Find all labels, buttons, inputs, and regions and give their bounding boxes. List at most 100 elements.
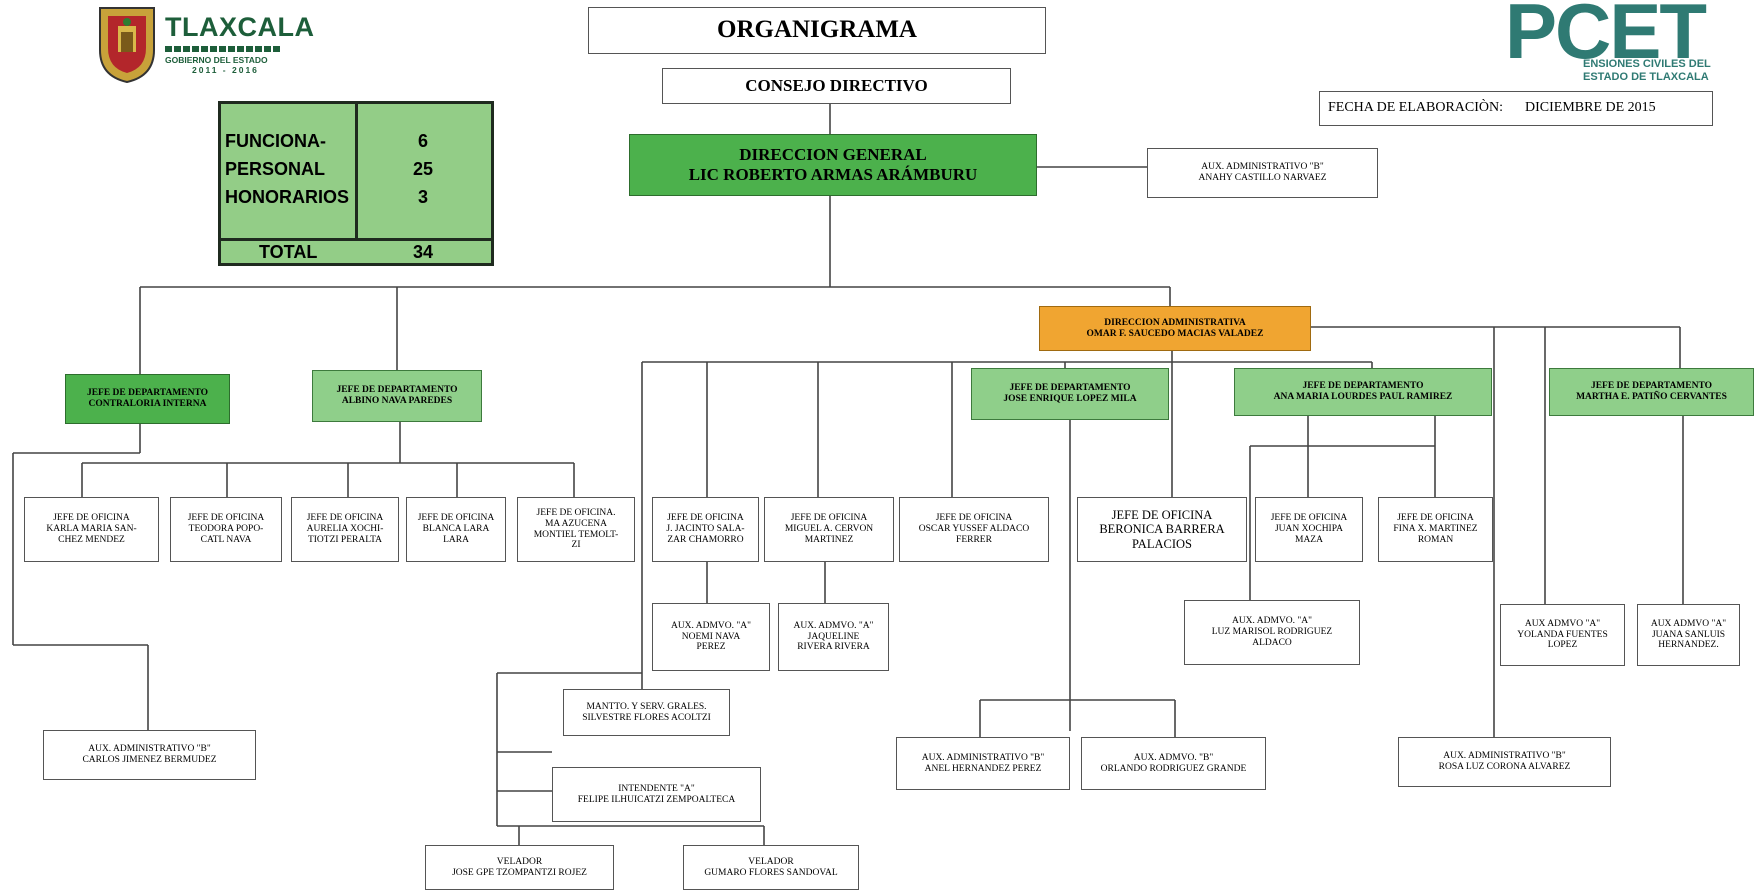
title-text: ORGANIGRAMA	[717, 16, 917, 44]
node-l1: AUX ADMVO "A"	[1650, 618, 1727, 629]
node-l1: INTENDENTE "A"	[618, 783, 695, 794]
node-l2: AURELIA XOCHI-	[306, 524, 384, 535]
total-label: TOTAL	[259, 242, 318, 262]
node-l2: ALBINO NAVA PAREDES	[341, 396, 453, 406]
aux-juana-box: AUX ADMVO "A" JUANA SANLUIS HERNANDEZ.	[1637, 604, 1740, 666]
node-l3: MARTINEZ	[804, 534, 854, 545]
dept-ana-box: JEFE DE DEPARTAMENTO ANA MARIA LOURDES P…	[1234, 368, 1492, 416]
node-l2: BERONICA BARRERA	[1099, 522, 1225, 537]
date-label: FECHA DE ELABORACIÒN:	[1328, 100, 1504, 116]
velador1-box: VELADOR JOSE GPE TZOMPANTZI ROJEZ	[425, 845, 614, 890]
office-jacinto-box: JEFE DE OFICINA J. JACINTO SALA- ZAR CHA…	[652, 497, 759, 562]
coat-of-arms-icon	[99, 7, 155, 84]
pcet-name: PCET	[1505, 0, 1707, 75]
row-value: 3	[417, 187, 428, 207]
pcet-logo: PCET ENSIONES CIVILES DEL ESTADO DE TLAX…	[1505, 0, 1755, 90]
dept-contraloria-box: JEFE DE DEPARTAMENTO CONTRALORIA INTERNA	[65, 374, 230, 424]
node-l2: BLANCA LARA	[422, 524, 490, 535]
node-l2: GUMARO FLORES SANDOVAL	[704, 867, 838, 878]
page-title: ORGANIGRAMA	[588, 7, 1046, 54]
node-l2: CARLOS JIMENEZ BERMUDEZ	[82, 755, 217, 765]
row-label: FUNCIONA-	[225, 131, 326, 151]
node-l1: JEFE DE DEPARTAMENTO	[1302, 381, 1424, 392]
node-l2: YOLANDA FUENTES	[1517, 629, 1608, 640]
staff-table: FUNCIONA- PERSONAL HONORARIOS 6 25 3 TOT…	[218, 101, 494, 266]
node-l2: OMAR F. SAUCEDO MACIAS VALADEZ	[1086, 328, 1264, 339]
row-value: 25	[412, 159, 434, 179]
pcet-line2: ESTADO DE TLAXCALA	[1583, 71, 1709, 83]
node-l1: AUX. ADMINISTRATIVO "B"	[921, 752, 1045, 763]
aux-luz-box: AUX. ADMVO. "A" LUZ MARISOL RODRIGUEZ AL…	[1184, 600, 1360, 665]
aux-anel-box: AUX. ADMINISTRATIVO "B" ANEL HERNANDEZ P…	[896, 737, 1070, 790]
node-l4: ZI	[571, 540, 581, 551]
node-l2: MIGUEL A. CERVON	[784, 524, 874, 535]
node-l3: ALDACO	[1252, 637, 1292, 648]
velador2-box: VELADOR GUMARO FLORES SANDOVAL	[683, 845, 859, 890]
node-l3: FERRER	[956, 534, 992, 545]
node-l2: JOSE ENRIQUE LOPEZ MILA	[1003, 394, 1137, 404]
node-l3: PALACIOS	[1132, 536, 1192, 551]
node-l1: AUX. ADMVO. "A"	[793, 620, 874, 631]
logo-stripe	[165, 46, 282, 52]
office-juan-box: JEFE DE OFICINA JUAN XOCHIPA MAZA	[1255, 497, 1363, 562]
node-l1: AUX. ADMVO. "A"	[670, 620, 752, 631]
node-l3: TIOTZI PERALTA	[307, 534, 383, 545]
office-fina-box: JEFE DE OFICINA FINA X. MARTINEZ ROMAN	[1378, 497, 1493, 562]
node-l1: JEFE DE OFICINA	[417, 513, 495, 524]
node-l2: ORLANDO RODRIGUEZ GRANDE	[1100, 763, 1247, 774]
node-l3: LOPEZ	[1547, 640, 1578, 651]
node-l2: LIC ROBERTO ARMAS ARÁMBURU	[688, 165, 978, 184]
node-l1: JEFE DE OFICINA	[1270, 513, 1348, 524]
aux-dg-box: AUX. ADMINISTRATIVO "B" ANAHY CASTILLO N…	[1147, 148, 1378, 198]
node-l1: JEFE DE OFICINA	[935, 513, 1013, 524]
aux-carlos-box: AUX. ADMINISTRATIVO "B" CARLOS JIMENEZ B…	[43, 730, 256, 780]
node-l1: VELADOR	[496, 856, 543, 867]
node-l1: AUX. ADMINISTRATIVO "B"	[1443, 751, 1566, 762]
node-l2: ANEL HERNANDEZ PEREZ	[924, 763, 1042, 774]
node-l3: RIVERA RIVERA	[797, 642, 870, 653]
node-l2: NOEMI NAVA	[681, 631, 741, 642]
aux-yolanda-box: AUX ADMVO "A" YOLANDA FUENTES LOPEZ	[1500, 604, 1625, 666]
office-aurelia-box: JEFE DE OFICINA AURELIA XOCHI- TIOTZI PE…	[291, 497, 399, 562]
aux-noemi-box: AUX. ADMVO. "A" NOEMI NAVA PEREZ	[652, 603, 770, 671]
tlaxcala-logo: TLAXCALA GOBIERNO DEL ESTADO 2011 - 2016	[92, 2, 314, 84]
node-l1: JEFE DE OFICINA	[1397, 513, 1474, 524]
logo-sub1: GOBIERNO DEL ESTADO	[165, 55, 268, 65]
node-l3: CHEZ MENDEZ	[58, 534, 125, 545]
date-value: DICIEMBRE DE 2015	[1525, 100, 1656, 116]
node-l1: AUX. ADMINISTRATIVO "B"	[1201, 162, 1324, 173]
row-label: HONORARIOS	[225, 187, 350, 207]
row-value: 6	[417, 131, 428, 151]
node-l1: JEFE DE DEPARTAMENTO	[1009, 383, 1131, 394]
node-l2: JOSE GPE TZOMPANTZI ROJEZ	[452, 867, 587, 878]
pcet-line1: ENSIONES CIVILES DEL	[1583, 58, 1711, 70]
office-teodora-box: JEFE DE OFICINA TEODORA POPO- CATL NAVA	[170, 497, 282, 562]
node-l1: JEFE DE DEPARTAMENTO	[336, 385, 458, 396]
node-l2: KARLA MARIA SAN-	[46, 524, 137, 535]
direccion-administrativa-box: DIRECCION ADMINISTRATIVA OMAR F. SAUCEDO…	[1039, 306, 1311, 351]
office-azucena-box: JEFE DE OFICINA. MA AZUCENA MONTIEL TEMO…	[517, 497, 635, 562]
logo-sub2: 2011 - 2016	[192, 65, 259, 75]
dept-jose-box: JEFE DE DEPARTAMENTO JOSE ENRIQUE LOPEZ …	[971, 368, 1169, 420]
node-l2: TEODORA POPO-	[188, 524, 264, 535]
node-l1: JEFE DE OFICINA	[306, 513, 384, 524]
node-l1: JEFE DE OFICINA	[667, 513, 744, 524]
node-l3: ROMAN	[1417, 534, 1454, 545]
direccion-general-box: DIRECCION GENERAL LIC ROBERTO ARMAS ARÁM…	[629, 134, 1037, 196]
date-box: FECHA DE ELABORACIÒN: DICIEMBRE DE 2015	[1319, 91, 1713, 126]
table-divider-v	[355, 104, 358, 238]
node-l3: ZAR CHAMORRO	[667, 534, 744, 545]
office-oscar-box: JEFE DE OFICINA OSCAR YUSSEF ALDACO FERR…	[899, 497, 1049, 562]
council-box: CONSEJO DIRECTIVO	[662, 68, 1011, 104]
office-blanca-box: JEFE DE OFICINA BLANCA LARA LARA	[406, 497, 506, 562]
table-divider-h	[221, 238, 491, 241]
node-l2: JAQUELINE	[807, 631, 860, 642]
node-l2: JUANA SANLUIS	[1651, 629, 1726, 640]
aux-orlando-box: AUX. ADMVO. "B" ORLANDO RODRIGUEZ GRANDE	[1081, 737, 1266, 790]
total-value: 34	[412, 242, 434, 262]
node-l2: MA AZUCENA	[544, 518, 608, 529]
aux-rosa-box: AUX. ADMINISTRATIVO "B" ROSA LUZ CORONA …	[1398, 737, 1611, 787]
node-l1: JEFE DE DEPARTAMENTO	[1590, 381, 1713, 392]
node-l2: OSCAR YUSSEF ALDACO	[918, 524, 1030, 535]
